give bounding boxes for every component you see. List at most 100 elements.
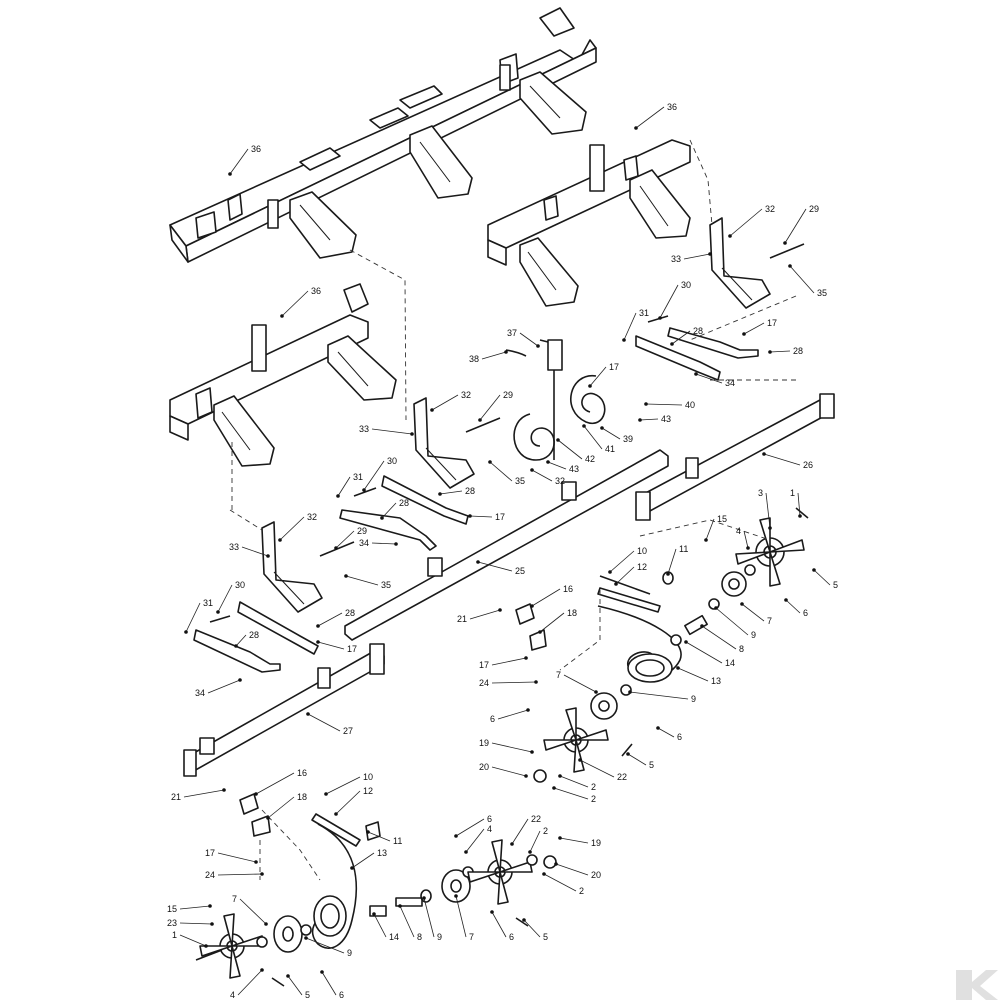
leader-line — [557, 439, 583, 460]
leader-dot — [530, 468, 534, 472]
part-number-label: 21 — [171, 792, 181, 802]
leader-dot — [234, 644, 238, 648]
right-rotor-assembly — [515, 507, 809, 783]
part-number-label: 15 — [167, 904, 177, 914]
part-number-label: 34 — [195, 688, 205, 698]
part-number-label: 32 — [555, 476, 565, 486]
leader-line — [589, 366, 607, 387]
leader-dot — [216, 610, 220, 614]
leader-dot — [746, 546, 750, 550]
callout-l8b: 8 — [398, 904, 422, 942]
leader-line — [317, 641, 345, 650]
leader-dot — [454, 834, 458, 838]
callout-l35a: 35 — [788, 264, 827, 298]
leader-line — [763, 453, 801, 466]
leader-line — [345, 575, 379, 586]
part-number-label: 25 — [515, 566, 525, 576]
leader-line — [229, 148, 249, 175]
leader-dot — [280, 314, 284, 318]
leader-line — [645, 403, 683, 406]
callout-l14a: 14 — [684, 640, 735, 668]
leader-line — [729, 208, 763, 237]
callout-l28f: 28 — [234, 630, 259, 648]
leader-dot — [184, 630, 188, 634]
leader-line — [255, 772, 295, 795]
part-number-label: 24 — [479, 678, 489, 688]
callout-l9c: 9 — [422, 896, 442, 942]
part-number-label: 2 — [579, 886, 584, 896]
leader-line — [239, 898, 267, 925]
leader-line — [705, 518, 715, 541]
callout-l33a: 33 — [671, 252, 712, 264]
callout-l16b: 16 — [254, 768, 307, 796]
callout-l2d: 2 — [542, 872, 584, 896]
leader-line — [267, 796, 295, 819]
part-number-label: 43 — [569, 464, 579, 474]
leader-dot — [394, 542, 398, 546]
part-number-label: 10 — [363, 772, 373, 782]
callout-l36b: 36 — [634, 102, 677, 130]
leader-line — [305, 937, 345, 954]
part-number-label: 30 — [235, 580, 245, 590]
part-number-label: 1 — [790, 488, 795, 498]
leader-dot — [622, 338, 626, 342]
part-number-label: 17 — [767, 318, 777, 328]
part-number-label: 32 — [461, 390, 471, 400]
leader-dot — [798, 514, 802, 518]
callout-l17a: 17 — [742, 318, 777, 336]
part-number-label: 7 — [767, 616, 772, 626]
callout-l21b: 21 — [171, 788, 226, 802]
leader-dot — [658, 316, 662, 320]
leader-line — [179, 934, 207, 947]
part-number-label: 11 — [679, 544, 688, 554]
callout-l43a: 43 — [638, 414, 671, 424]
callout-l1b: 1 — [172, 930, 208, 948]
part-number-label: 18 — [567, 608, 577, 618]
part-number-label: 19 — [591, 838, 601, 848]
leader-line — [335, 790, 361, 815]
leader-line — [813, 569, 831, 586]
leader-dot — [336, 494, 340, 498]
callout-l29b: 29 — [478, 390, 513, 422]
part-number-label: 35 — [817, 288, 827, 298]
leader-dot — [362, 488, 366, 492]
part-number-label: 7 — [232, 894, 237, 904]
leader-dot — [704, 538, 708, 542]
leader-line — [477, 561, 513, 572]
callout-l33b: 33 — [359, 424, 414, 436]
part-number-label: 4 — [487, 824, 492, 834]
right-wing-frame — [487, 139, 691, 307]
leader-dot — [260, 968, 264, 972]
leader-line — [491, 657, 527, 666]
part-number-label: 21 — [457, 614, 467, 624]
part-number-label: 11 — [393, 836, 402, 846]
leader-dot — [526, 708, 530, 712]
part-number-label: 31 — [203, 598, 213, 608]
leader-dot — [536, 344, 540, 348]
part-number-label: 34 — [359, 538, 369, 548]
leader-dot — [546, 460, 550, 464]
leader-line — [563, 674, 597, 693]
callout-l17f: 17 — [205, 848, 258, 864]
leader-dot — [600, 426, 604, 430]
part-number-label: 2 — [591, 782, 596, 792]
leader-line — [237, 969, 263, 996]
leader-line — [337, 476, 351, 497]
part-number-label: 12 — [363, 786, 373, 796]
leader-line — [185, 602, 201, 633]
leader-line — [431, 394, 459, 411]
callout-l2c: 2 — [528, 826, 548, 854]
leader-line — [547, 461, 567, 470]
leader-dot — [316, 640, 320, 644]
callout-l17b: 17 — [588, 362, 619, 388]
part-number-label: 2 — [543, 826, 548, 836]
leader-dot — [714, 606, 718, 610]
leader-dot — [398, 904, 402, 908]
leader-line — [683, 253, 711, 260]
callout-l19a: 19 — [479, 738, 534, 754]
leader-line — [351, 852, 375, 869]
callout-l24a: 24 — [479, 678, 538, 688]
leader-line — [623, 312, 637, 341]
leader-line — [217, 873, 263, 876]
leader-dot — [334, 546, 338, 550]
